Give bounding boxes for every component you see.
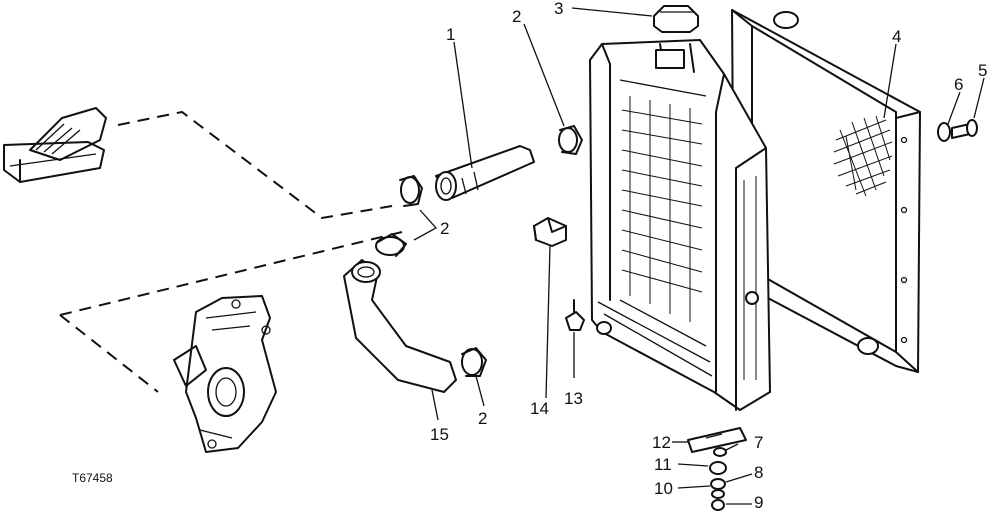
callout-9: 9 — [754, 493, 763, 512]
callout-1: 1 — [446, 25, 455, 44]
hose-clamp-radiator — [558, 125, 583, 155]
hose-clamp-lower — [461, 347, 487, 377]
callout-12: 12 — [652, 433, 671, 452]
radiator — [589, 39, 771, 411]
callout-leaders — [413, 7, 985, 505]
callout-15: 15 — [430, 425, 449, 444]
dashed-leaders — [59, 110, 403, 393]
figure-code: T67458 — [72, 471, 113, 485]
hose-clamp-upper — [399, 175, 423, 207]
callout-3: 3 — [554, 0, 563, 18]
hose-clamp-middle — [375, 233, 407, 257]
callout-4: 4 — [892, 27, 901, 46]
shroud-mesh — [833, 115, 893, 197]
callout-11: 11 — [654, 455, 672, 474]
callout-7: 7 — [754, 433, 763, 452]
drain-valve — [565, 299, 585, 331]
mount-pad — [687, 427, 747, 453]
callout-14: 14 — [530, 399, 549, 418]
callout-13: 13 — [564, 389, 583, 408]
hose-clip — [533, 217, 567, 247]
cap-screw-assembly — [937, 119, 978, 142]
callout-5: 5 — [978, 61, 987, 80]
radiator-cap — [653, 5, 699, 33]
lower-hose — [343, 259, 457, 393]
callout-6: 6 — [954, 75, 963, 94]
callout-10: 10 — [654, 479, 673, 498]
washer-small — [713, 447, 727, 457]
callout-2-middle: 2 — [440, 219, 449, 238]
thermostat-housing — [3, 107, 107, 183]
callout-labels: 1 2 3 4 5 6 2 2 15 14 13 12 7 11 8 10 9 … — [72, 0, 987, 512]
nut-stack — [709, 461, 727, 511]
water-pump — [173, 295, 277, 453]
upper-hose — [435, 145, 535, 201]
fan-shroud — [731, 9, 921, 373]
callout-2-lower: 2 — [478, 409, 487, 428]
callout-2-radiator: 2 — [512, 7, 521, 26]
radiator-fins — [621, 96, 757, 380]
callout-8: 8 — [754, 463, 763, 482]
